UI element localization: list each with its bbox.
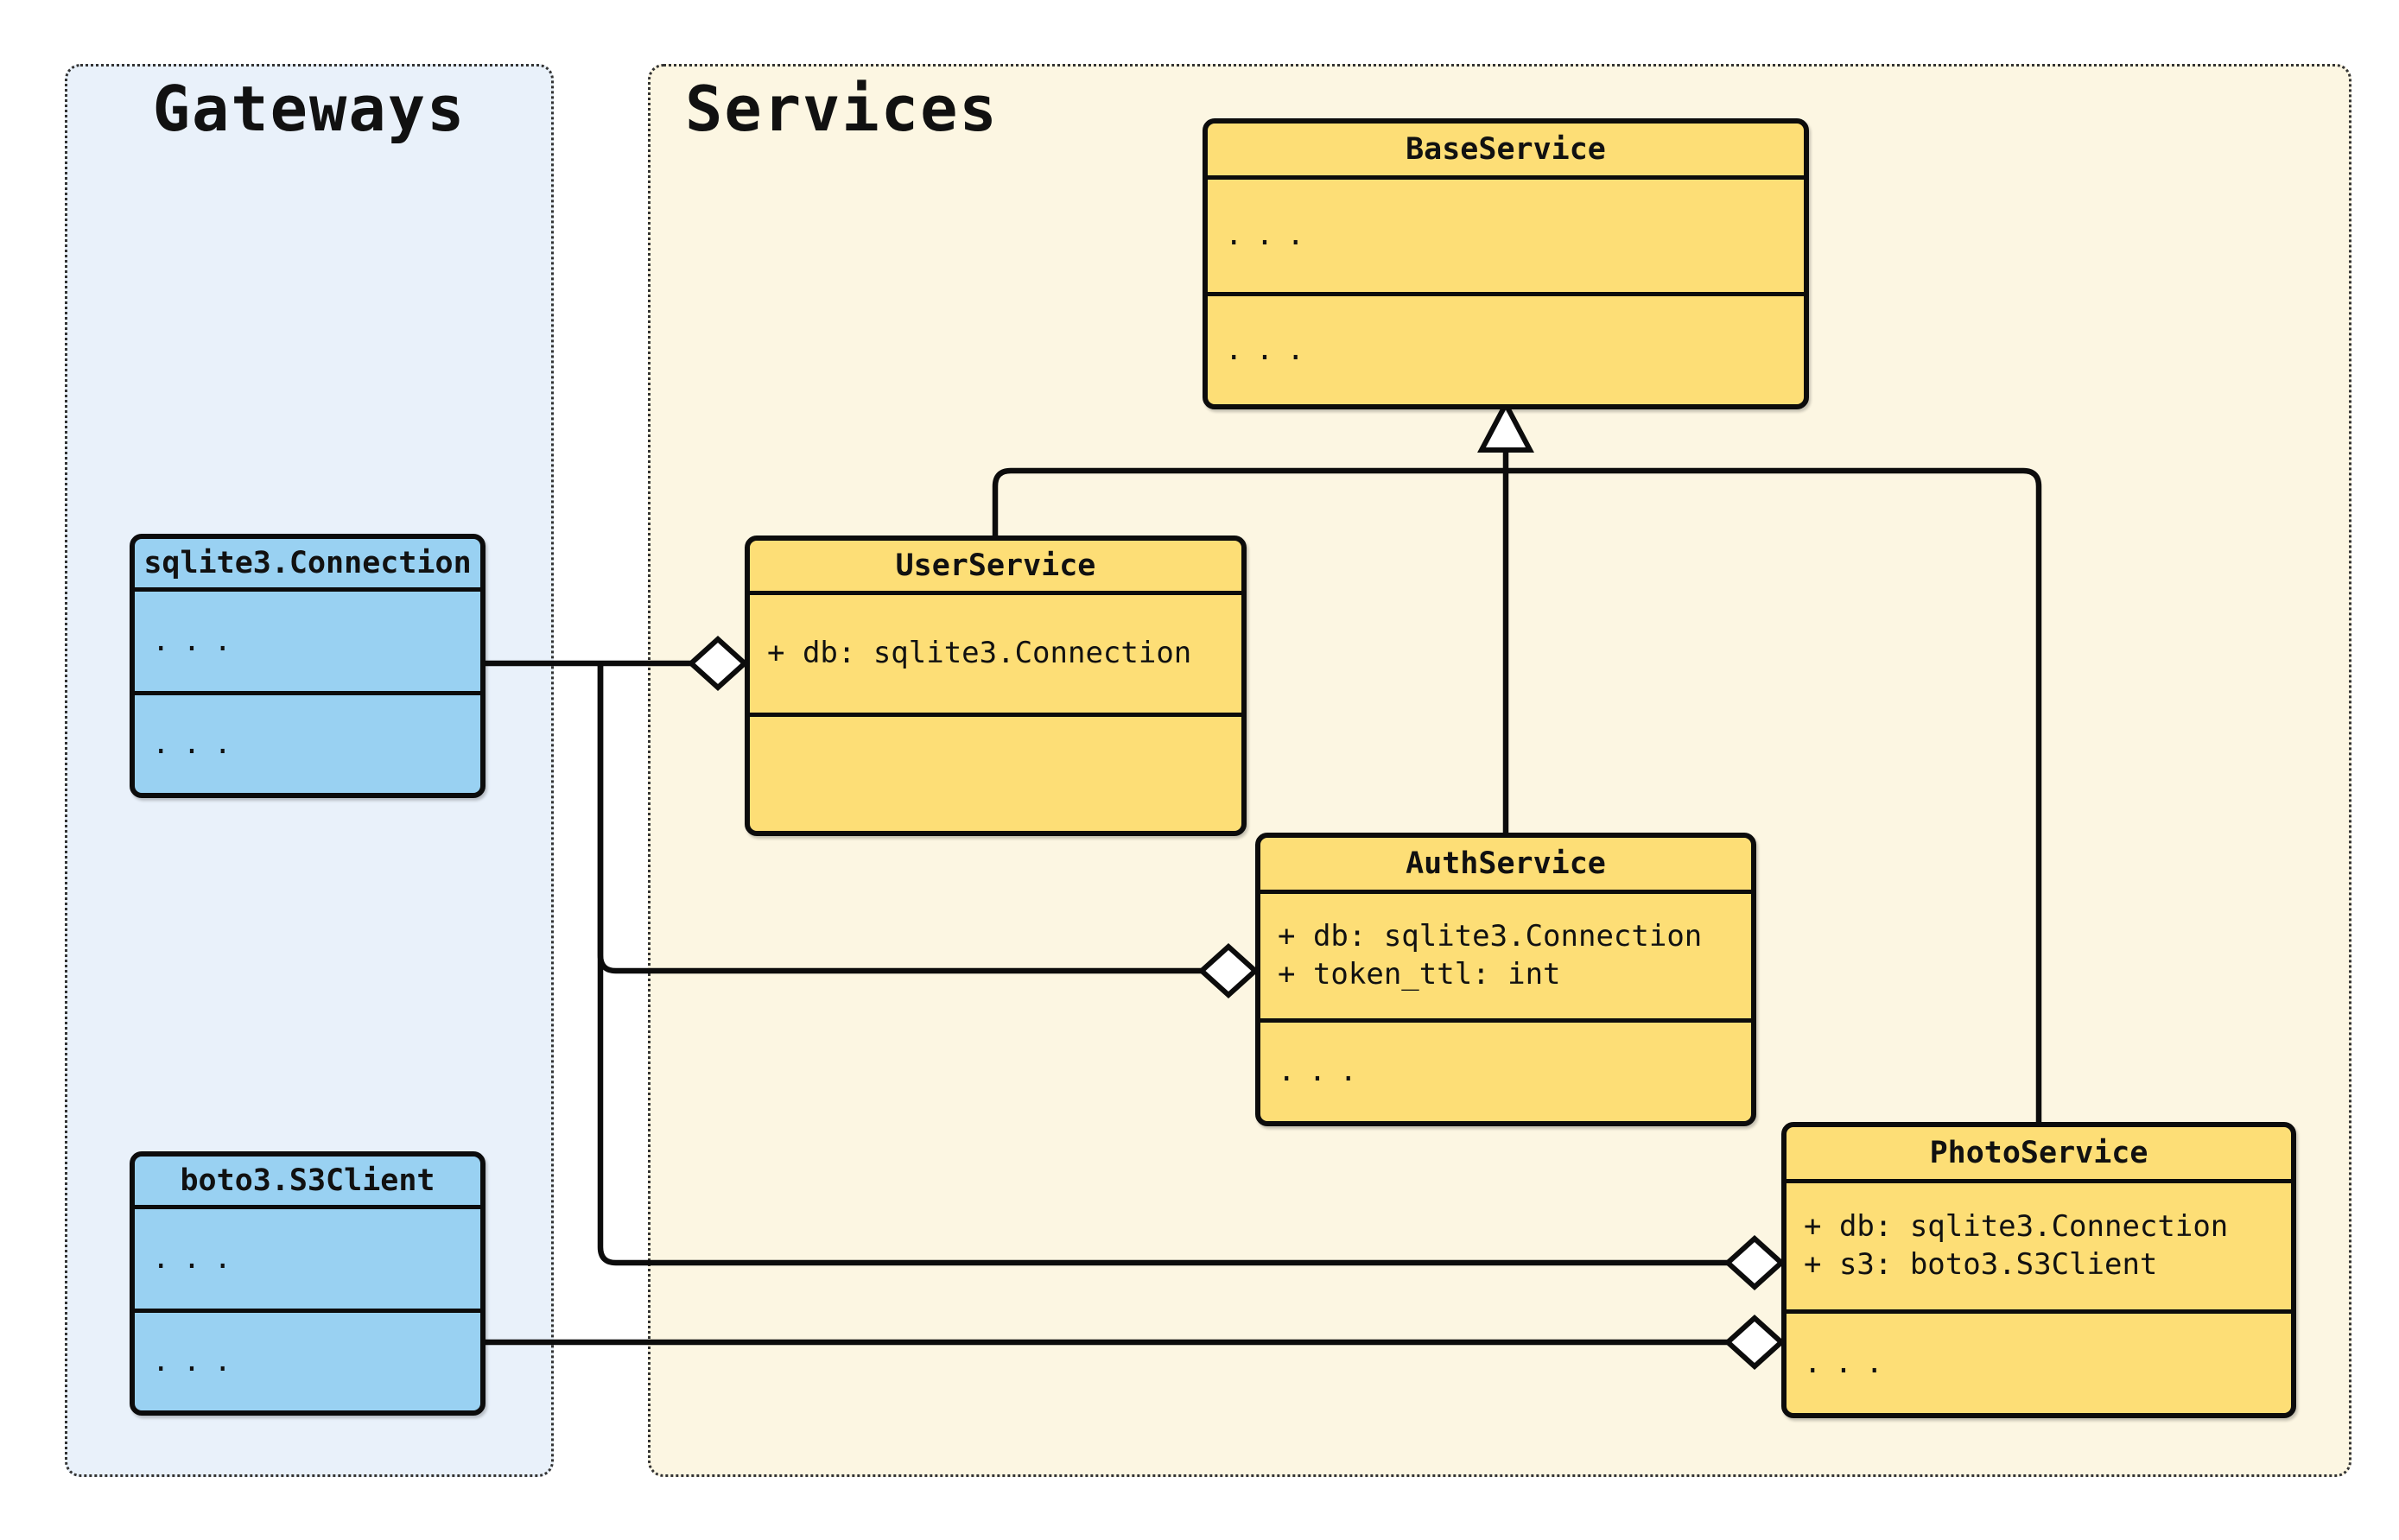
class-name: sqlite3.Connection	[143, 546, 472, 580]
attribute-row: + s3: boto3.S3Client	[1804, 1247, 2158, 1282]
class-box-userservice: UserService + db: sqlite3.Connection	[745, 536, 1247, 836]
methods-compartment: ...	[135, 691, 480, 793]
methods-compartment: ...	[1208, 292, 1804, 404]
class-name: PhotoService	[1929, 1136, 2148, 1170]
method-row: ...	[152, 726, 245, 761]
attribute-row: + token_ttl: int	[1278, 957, 1561, 992]
method-row: ...	[1804, 1345, 1897, 1380]
attributes-compartment: + db: sqlite3.Connection + token_ttl: in…	[1260, 890, 1751, 1018]
methods-compartment: ...	[1787, 1309, 2291, 1413]
methods-compartment: ...	[135, 1309, 480, 1410]
attribute-row: ...	[152, 1240, 245, 1276]
attribute-row: + db: sqlite3.Connection	[767, 636, 1192, 671]
class-box-authservice: AuthService + db: sqlite3.Connection + t…	[1255, 833, 1756, 1126]
attribute-row: ...	[1225, 218, 1318, 253]
attributes-compartment: + db: sqlite3.Connection + s3: boto3.S3C…	[1787, 1179, 2291, 1309]
methods-compartment	[750, 713, 1241, 831]
attributes-compartment: + db: sqlite3.Connection	[750, 591, 1241, 713]
attribute-row: ...	[152, 623, 245, 658]
method-row: ...	[152, 1343, 245, 1378]
method-row: ...	[1225, 332, 1318, 367]
class-name: boto3.S3Client	[180, 1163, 435, 1198]
class-name: BaseService	[1406, 132, 1606, 167]
attribute-row: + db: sqlite3.Connection	[1278, 919, 1703, 954]
method-row: ...	[1278, 1054, 1371, 1089]
class-box-baseservice: BaseService ... ...	[1203, 118, 1809, 409]
group-title-services: Services	[685, 73, 999, 145]
attributes-compartment: ...	[135, 1205, 480, 1309]
attribute-row: + db: sqlite3.Connection	[1804, 1209, 2229, 1245]
class-box-boto3-s3client: boto3.S3Client ... ...	[130, 1151, 486, 1416]
class-box-sqlite3-connection: sqlite3.Connection ... ...	[130, 534, 486, 798]
attributes-compartment: ...	[135, 587, 480, 691]
methods-compartment: ...	[1260, 1018, 1751, 1121]
attributes-compartment: ...	[1208, 175, 1804, 292]
class-name: AuthService	[1406, 846, 1606, 881]
class-name: UserService	[895, 548, 1096, 583]
group-title-gateways: Gateways	[152, 73, 466, 145]
class-box-photoservice: PhotoService + db: sqlite3.Connection + …	[1781, 1122, 2296, 1418]
